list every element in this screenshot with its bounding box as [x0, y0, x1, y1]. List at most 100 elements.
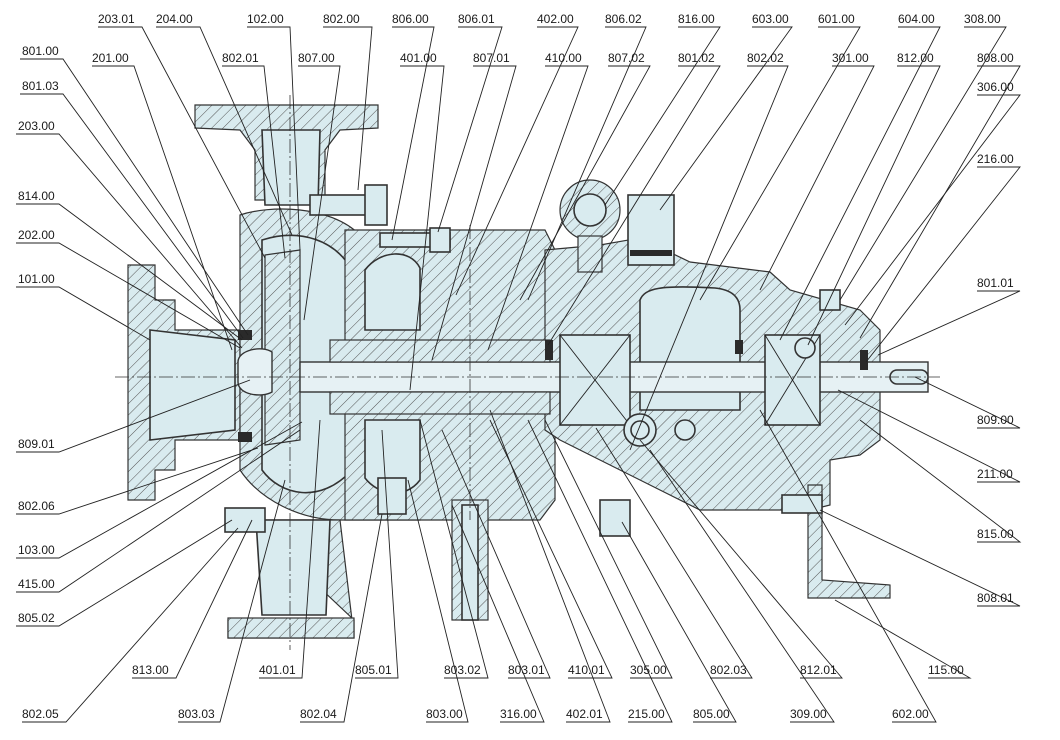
gasket-4	[735, 340, 743, 354]
label-802-01: 802.01	[222, 51, 259, 65]
label-801-00: 801.00	[22, 44, 59, 58]
label-805-00: 805.00	[693, 707, 730, 721]
label-802-05: 802.05	[22, 707, 59, 721]
label-805-02: 805.02	[18, 611, 55, 625]
label-802-04: 802.04	[300, 707, 337, 721]
lifting-eye-stem	[577, 235, 603, 273]
label-203-01: 203.01	[98, 12, 135, 26]
label-813-00: 813.00	[132, 663, 169, 677]
drain-pipe-bore	[461, 504, 479, 621]
label-202-00: 202.00	[18, 228, 55, 242]
label-316-00: 316.00	[500, 707, 537, 721]
label-101-00: 101.00	[18, 272, 55, 286]
shaft-sleeve	[329, 339, 551, 363]
label-803-03: 803.03	[178, 707, 215, 721]
label-401-00: 401.00	[400, 51, 437, 65]
label-802-03: 802.03	[710, 663, 747, 677]
discharge-bore	[261, 129, 321, 206]
label-801-01: 801.01	[977, 276, 1014, 290]
drain-plug-right	[599, 499, 631, 537]
label-803-01: 803.01	[508, 663, 545, 677]
label-812-00: 812.00	[897, 51, 934, 65]
impeller	[264, 249, 301, 446]
label-203-00: 203.00	[18, 119, 55, 133]
labels-bottom: 813.00 401.01 805.01 803.02 803.01 410.0…	[132, 663, 964, 677]
suction-bore	[149, 329, 236, 441]
label-306-00: 306.00	[977, 80, 1014, 94]
label-216-00: 216.00	[977, 152, 1014, 166]
label-815-00: 815.00	[977, 527, 1014, 541]
label-814-00: 814.00	[18, 189, 55, 203]
label-301-00: 301.00	[832, 51, 869, 65]
label-806-02: 806.02	[605, 12, 642, 26]
gasket-2	[238, 432, 252, 442]
label-803-00: 803.00	[426, 707, 463, 721]
gasket-5	[860, 350, 868, 370]
label-809-00: 809.00	[977, 413, 1014, 427]
foot-base	[227, 617, 355, 639]
label-309-00: 309.00	[790, 707, 827, 721]
label-102-00: 102.00	[247, 12, 284, 26]
label-806-01: 806.01	[458, 12, 495, 26]
label-816-00: 816.00	[678, 12, 715, 26]
labels-top: 203.01 204.00 102.00 802.00 806.00 806.0…	[98, 12, 1001, 26]
labels-right: 306.00 216.00 801.01 809.00 211.00 815.0…	[977, 80, 1014, 605]
label-601-00: 601.00	[818, 12, 855, 26]
lifting-eye-hole	[573, 193, 607, 227]
label-308-00: 308.00	[964, 12, 1001, 26]
label-801-03: 801.03	[22, 79, 59, 93]
label-807-00: 807.00	[298, 51, 335, 65]
label-410-01: 410.01	[568, 663, 605, 677]
drain-plug-mid	[377, 477, 407, 515]
label-410-00: 410.00	[545, 51, 582, 65]
gasket-1	[238, 330, 252, 340]
label-305-00: 305.00	[630, 663, 667, 677]
sight-glass-inner	[630, 420, 650, 440]
support-bolt	[781, 494, 823, 514]
oil-level-ring	[674, 419, 696, 441]
leader-lines	[16, 26, 1022, 723]
label-803-02: 803.02	[444, 663, 481, 677]
label-201-00: 201.00	[92, 51, 129, 65]
label-115-00: 115.00	[928, 663, 964, 677]
label-204-00: 204.00	[156, 12, 193, 26]
label-802-02: 802.02	[747, 51, 784, 65]
drain-plug-left	[224, 507, 266, 533]
label-807-01: 807.01	[473, 51, 510, 65]
casing-nut	[364, 184, 388, 226]
labels-left: 801.00 801.03 203.00 814.00 202.00 101.0…	[18, 44, 59, 625]
cover-nut	[429, 227, 451, 253]
shaft-sleeve-low	[329, 391, 551, 415]
label-103-00: 103.00	[18, 543, 55, 557]
label-215-00: 215.00	[628, 707, 665, 721]
label-802-00: 802.00	[323, 12, 360, 26]
gasket-3	[545, 340, 553, 360]
label-401-01: 401.01	[259, 663, 296, 677]
label-604-00: 604.00	[898, 12, 935, 26]
bearing-ball	[794, 337, 816, 359]
rear-bolt	[819, 289, 841, 311]
labels-top-second: 201.00 802.01 807.00 401.00 807.01 410.0…	[92, 51, 1014, 65]
impeller-eye	[237, 348, 273, 396]
label-211-00: 211.00	[977, 467, 1013, 481]
label-603-00: 603.00	[752, 12, 789, 26]
label-802-06: 802.06	[18, 499, 55, 513]
label-808-00: 808.00	[977, 51, 1014, 65]
label-402-01: 402.01	[566, 707, 603, 721]
label-807-02: 807.02	[608, 51, 645, 65]
label-812-01: 812.01	[800, 663, 837, 677]
label-801-02: 801.02	[678, 51, 715, 65]
oil-filler-cap	[630, 250, 672, 256]
label-808-01: 808.01	[977, 591, 1014, 605]
label-805-01: 805.01	[355, 663, 392, 677]
label-806-00: 806.00	[392, 12, 429, 26]
label-415-00: 415.00	[18, 577, 55, 591]
foot-leg	[255, 519, 331, 616]
label-602-00: 602.00	[892, 707, 929, 721]
label-809-01: 809.01	[18, 437, 55, 451]
seal-chamber	[364, 253, 421, 331]
labels-bottom-second: 802.05 803.03 802.04 803.00 316.00 402.0…	[22, 707, 929, 721]
pump-drawing	[115, 95, 940, 650]
label-402-00: 402.00	[537, 12, 574, 26]
